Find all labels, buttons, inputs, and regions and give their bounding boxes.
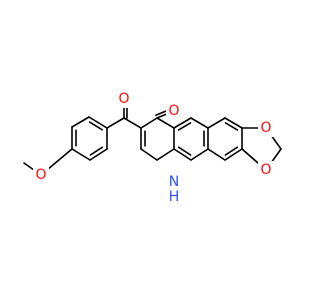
bond-layer [23,98,282,176]
bond-line [88,116,108,129]
nitrogen-hydrogen-label: H [169,189,180,205]
dioxole-oxygen-bottom-label: O [260,162,271,178]
bond-line [207,117,226,129]
bond-line [173,148,192,161]
bond-line [156,117,175,129]
bond-line [140,117,158,129]
double-bond-line [177,122,192,131]
bond-line [224,117,243,129]
methoxy-oxygen-label: O [35,167,46,183]
double-bond-line [177,146,192,156]
bond-line [190,117,209,129]
ring-nitrogen-label: N [169,174,179,190]
bond-line [71,148,91,161]
bond-line [190,148,209,161]
bond-line [106,117,125,129]
double-bond-line [88,121,104,131]
atom-label-layer: O O O O O N H [33,90,274,205]
dioxole-oxygen-top-label: O [260,120,271,136]
quinolone-oxygen-label: O [168,103,179,119]
bond-line [140,148,158,161]
double-bond-line [89,146,104,156]
bond-line [123,117,142,129]
double-bond-line [224,122,239,131]
bond-line [156,148,175,161]
ketone-oxygen-label: O [118,91,129,107]
double-bond-line [224,146,239,156]
bond-line [71,116,90,128]
molecule-structure: O O O O O N H [23,90,282,205]
bond-line [224,148,243,161]
bond-line [207,148,226,161]
bond-line [89,148,108,161]
bond-line [173,117,192,129]
